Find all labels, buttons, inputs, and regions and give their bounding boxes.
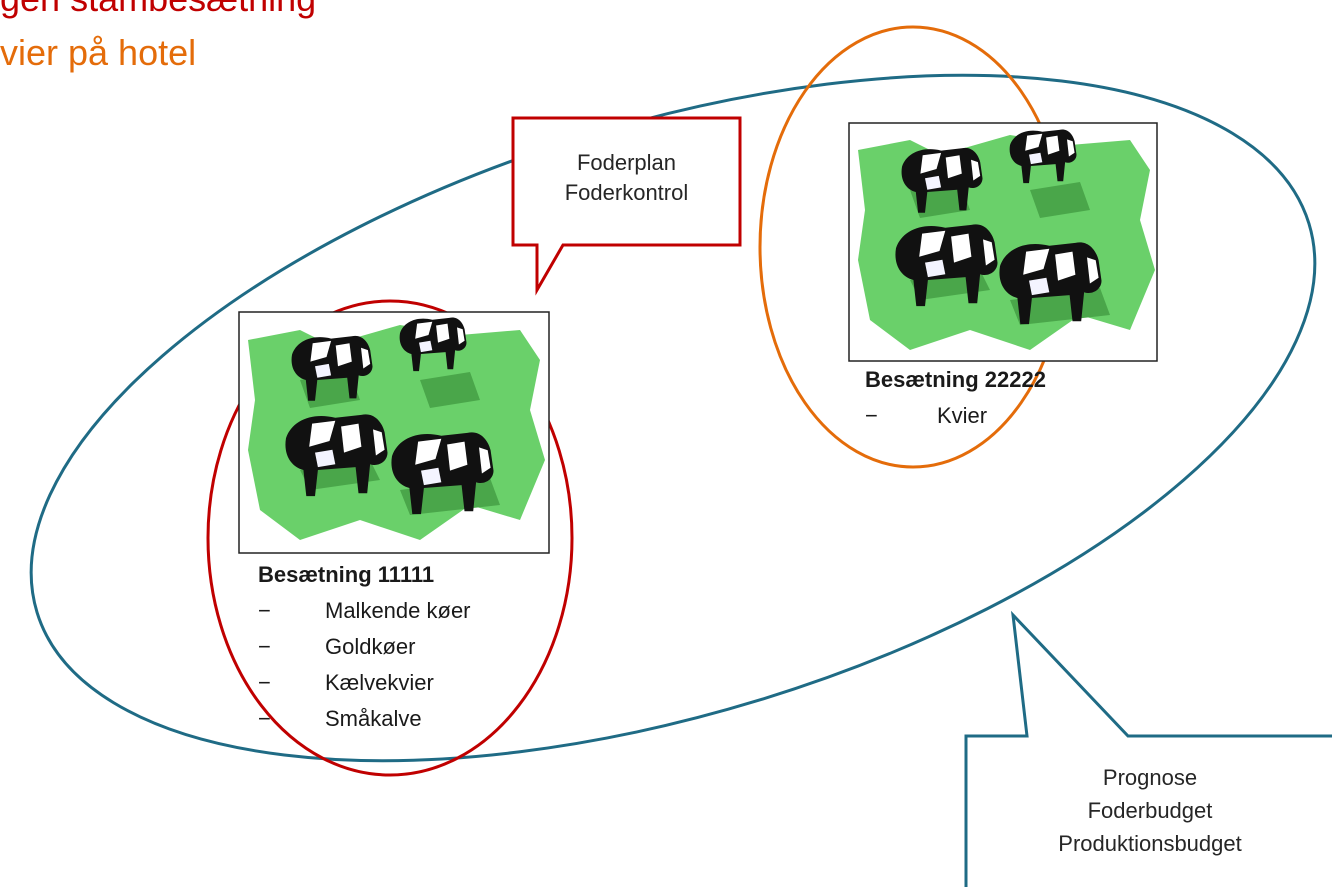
bullet-dash: −: [258, 706, 271, 731]
bullet-dash: −: [865, 403, 878, 428]
callout-line-foderbudget: Foderbudget: [1087, 798, 1213, 823]
herd-item-label: Småkalve: [325, 706, 422, 731]
bullet-dash: −: [258, 634, 271, 659]
cow-herd-clipart-22222: [848, 122, 1158, 362]
cow-herd-clipart-11111: [238, 311, 550, 554]
callout-line-foderplan: Foderplan: [576, 150, 677, 175]
herd-item-label: Goldkøer: [325, 634, 416, 659]
top-callout-box: [511, 116, 742, 296]
herd-22222-title: Besætning 22222: [865, 367, 1046, 392]
bullet-dash: −: [258, 598, 271, 623]
herd-item-label: Kvier: [937, 403, 988, 428]
slide-title-line-1: gen stambesætning: [0, 0, 316, 20]
herd-item-label: Malkende køer: [325, 598, 471, 623]
slide-title-line-2: vier på hotel: [0, 32, 197, 73]
callout-line-produktionsbudget: Produktionsbudget: [1058, 831, 1242, 856]
bottom-callout-box: [964, 610, 1332, 887]
herd-item-label: Kælvekvier: [325, 670, 434, 695]
bottom-callout-text: Prognose Foderbudget Produktionsbudget: [1000, 761, 1300, 860]
callout-line-prognose: Prognose: [1102, 765, 1198, 790]
callout-line-foderkontrol: Foderkontrol: [564, 180, 689, 205]
herd-11111-title: Besætning 11111: [258, 562, 435, 587]
top-callout-text: Foderplan Foderkontrol: [513, 148, 740, 208]
herd-11111-ring: [206, 299, 574, 777]
bullet-dash: −: [258, 670, 271, 695]
